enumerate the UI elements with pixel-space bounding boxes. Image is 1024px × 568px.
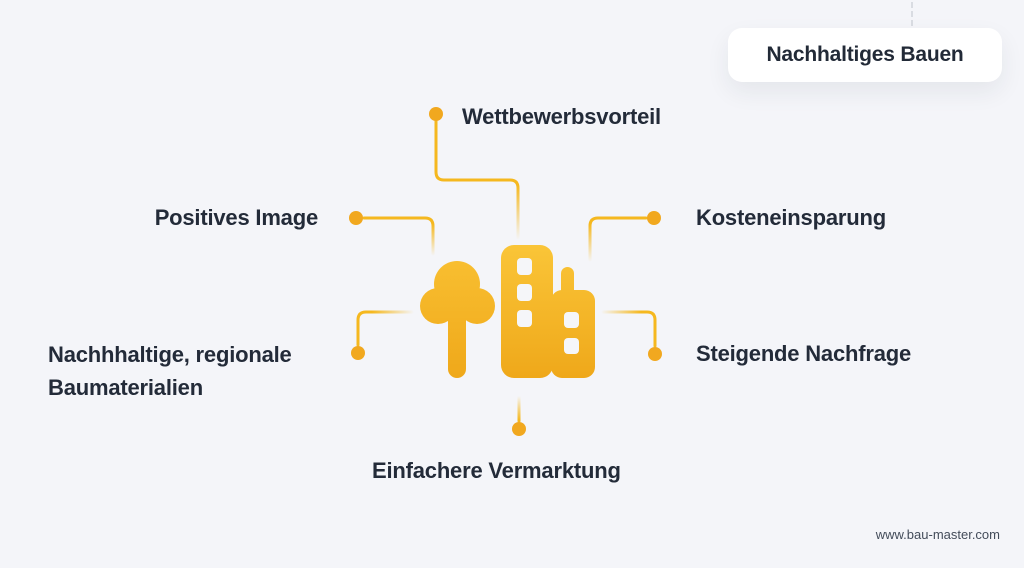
benefit-label-left-lower: Nachhhaltige, regionale Baumaterialien: [48, 342, 292, 400]
dot-bottom: [512, 422, 526, 436]
benefit-label-left-upper: Positives Image: [154, 205, 319, 230]
title-badge-label: Nachhaltiges Bauen: [766, 43, 964, 66]
dashed-tick-decoration: [911, 2, 913, 26]
dot-top: [429, 107, 443, 121]
connector-lines: [356, 119, 657, 423]
footer-website-url: www.bau-master.com: [875, 527, 1000, 542]
building-icon: [501, 245, 595, 378]
connector-right-lower: [601, 310, 657, 348]
dot-left-upper: [349, 211, 363, 225]
connector-top: [434, 119, 520, 240]
connector-left-upper: [362, 216, 435, 256]
benefit-label-right-upper: Kosteneinsparung: [696, 205, 886, 230]
benefit-label-bottom: Einfachere Vermarktung: [372, 458, 621, 483]
benefit-label-right-lower: Steigende Nachfrage: [696, 341, 912, 366]
connector-right-upper: [588, 216, 648, 262]
connector-left-lower: [356, 310, 414, 347]
title-badge: Nachhaltiges Bauen: [728, 28, 1002, 82]
dot-right-lower: [648, 347, 662, 361]
tree-icon: [420, 261, 495, 378]
dot-left-lower: [351, 346, 365, 360]
building-windows: [517, 258, 579, 354]
tree-building-icon: [420, 245, 595, 378]
benefit-label-top: Wettbewerbsvorteil: [462, 104, 661, 129]
dot-right-upper: [647, 211, 661, 225]
connector-dots: [349, 107, 662, 436]
